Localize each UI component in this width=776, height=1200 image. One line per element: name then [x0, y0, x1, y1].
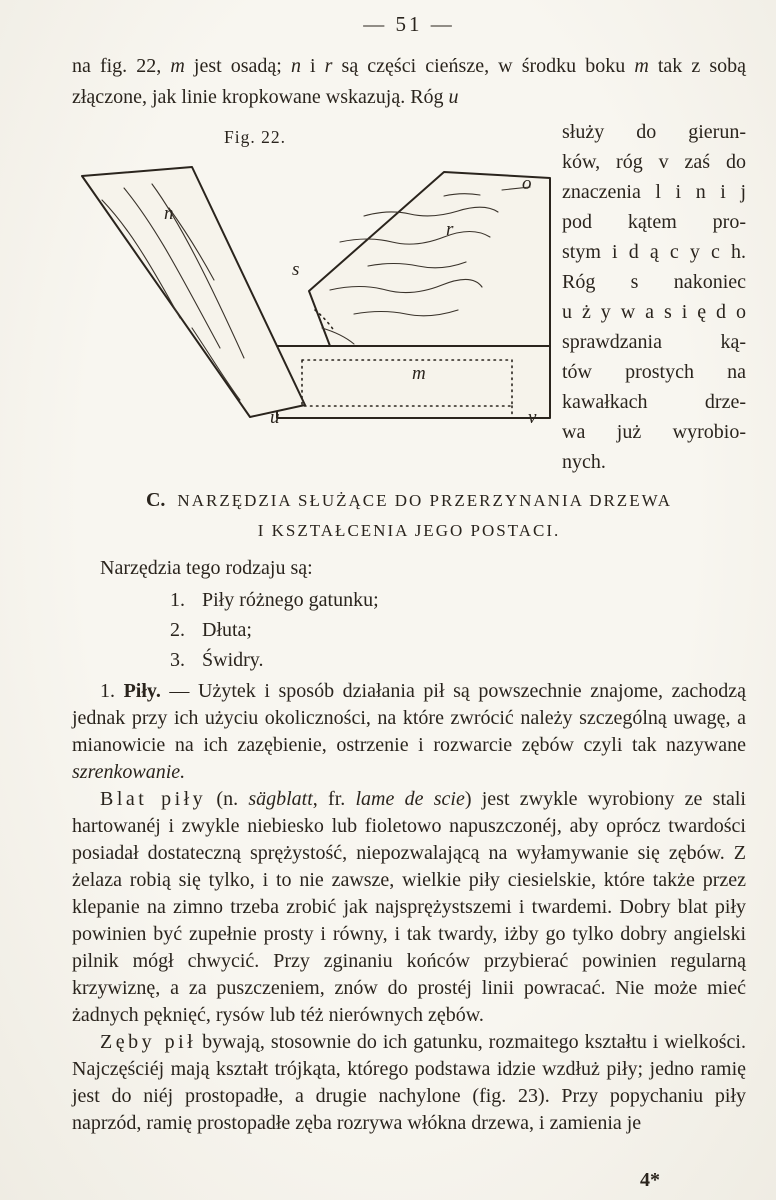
text-line: stym i d ą c y c h. — [562, 241, 746, 263]
list-item-label: Świdry. — [202, 649, 264, 671]
paragraph-zeby-pil: Zęby pił bywają, stosownie do ich gatunk… — [72, 1029, 746, 1137]
section-heading-line1: C. NARZĘDZIA SŁUŻĄCE DO PRZERZYNANIA DRZE… — [72, 489, 746, 512]
tools-list-intro: Narzędzia tego rodzaju są: — [100, 557, 313, 579]
list-item-number: 3. — [170, 649, 185, 671]
text-segment: ) jest zwykle wyrobiony ze stali hartowa… — [72, 788, 746, 1026]
text-segment: na fig. 22, — [72, 55, 171, 77]
hidden-joint-dotted-lines — [301, 309, 513, 419]
right-piece-shape — [308, 171, 551, 347]
right-piece-grain — [321, 186, 531, 345]
section-title-text: NARZĘDZIA SŁUŻĄCE DO PRZERZYNANIA DRZEWA — [177, 491, 673, 510]
figure-label-s: s — [292, 259, 300, 280]
figure-label-u: u — [270, 407, 280, 428]
text-line: sprawdzania ką- — [562, 331, 746, 353]
section-heading: C. NARZĘDZIA SŁUŻĄCE DO PRZERZYNANIA DRZE… — [72, 489, 746, 541]
figure-label-r: r — [446, 219, 454, 240]
text-line: Róg s nakoniec — [562, 271, 746, 293]
text-segment: m — [170, 55, 185, 77]
list-item: 3. Świdry. — [170, 645, 746, 675]
text-segment: jest osadą; — [184, 55, 291, 77]
text-segment: i — [300, 55, 325, 77]
text-segment: sägblatt — [248, 788, 313, 810]
paragraph-blat-pily: Blat piły (n. sägblatt, fr. lame de scie… — [72, 786, 746, 1029]
figure-label-m: m — [412, 363, 426, 384]
text-segment: lame de scie — [355, 788, 465, 810]
text-segment: m — [634, 55, 649, 77]
figure-22: Fig. 22. — [72, 113, 562, 477]
text-segment: szrenkowanie. — [72, 761, 186, 783]
text-line: ków, róg v zaś do — [562, 151, 746, 173]
text-line: służy do gierun- — [562, 121, 746, 143]
text-segment: n — [290, 55, 301, 77]
text-segment: — Użytek i sposób działania pił są powsz… — [72, 680, 746, 756]
figure-caption: Fig. 22. — [224, 127, 286, 147]
text-segment: Zęby pił — [100, 1031, 197, 1053]
text-segment: , fr. — [312, 788, 356, 810]
figure-canvas: n s o r m u v — [72, 158, 552, 430]
text-segment: r — [324, 55, 333, 77]
signature-mark: 4* — [640, 1169, 660, 1191]
page-content: — 51 — na fig. 22, m jest osadą; n i r s… — [72, 12, 746, 1137]
figure-label-o: o — [522, 173, 532, 194]
text-line: pod kątem pro- — [562, 211, 746, 233]
text-segment: Blat piły — [100, 788, 207, 810]
tools-list: 1. Piły różnego gatunku; 2. Dłuta; 3. Świdr… — [72, 585, 746, 675]
list-item-number: 1. — [170, 589, 185, 611]
text-line: nych. — [562, 451, 606, 473]
section-letter: C. — [145, 489, 166, 511]
text-line: tów prostych na — [562, 361, 746, 383]
list-item-label: Piły różnego gatunku; — [202, 589, 379, 611]
text-line: znaczenia l i n i j — [562, 181, 746, 203]
figure-label-n: n — [164, 203, 174, 224]
list-item: 2. Dłuta; — [170, 615, 746, 645]
figure-label-v: v — [528, 407, 537, 428]
intro-paragraph: na fig. 22, m jest osadą; n i r są częśc… — [72, 51, 746, 113]
text-segment: Piły. — [123, 680, 161, 702]
list-item: 1. Piły różnego gatunku; — [170, 585, 746, 615]
miter-square-drawing — [81, 166, 551, 419]
text-segment: są części cieńsze, w środku boku — [332, 55, 635, 77]
list-item-number: 2. — [170, 619, 185, 641]
text-segment: 1. — [100, 680, 124, 702]
text-segment: u — [448, 86, 459, 108]
text-line: wa już wyrobio- — [562, 421, 746, 443]
figure-and-sidetext-row: Fig. 22. — [72, 113, 746, 477]
figure-side-text: służy do gierun-ków, róg v zaś do znaczen… — [562, 113, 746, 477]
left-blade-shape — [81, 166, 306, 418]
paragraph-pily: 1. Piły. — Użytek i sposób działania pił… — [72, 678, 746, 786]
page-number: — 51 — — [363, 12, 455, 36]
text-line: kawałkach drze- — [562, 391, 746, 413]
left-blade-grain — [101, 183, 245, 401]
text-segment: tak z sobą złączone, jak linie kropkowan… — [72, 55, 746, 108]
text-segment: (n. — [206, 788, 249, 810]
text-segment: bywają, stosownie do ich gatunku, rozmai… — [72, 1031, 746, 1134]
section-heading-line2: I KSZTAŁCENIA JEGO POSTACI. — [257, 521, 561, 540]
text-line: u ż y w a s i ę d o — [562, 301, 746, 323]
list-item-label: Dłuta; — [202, 619, 252, 641]
